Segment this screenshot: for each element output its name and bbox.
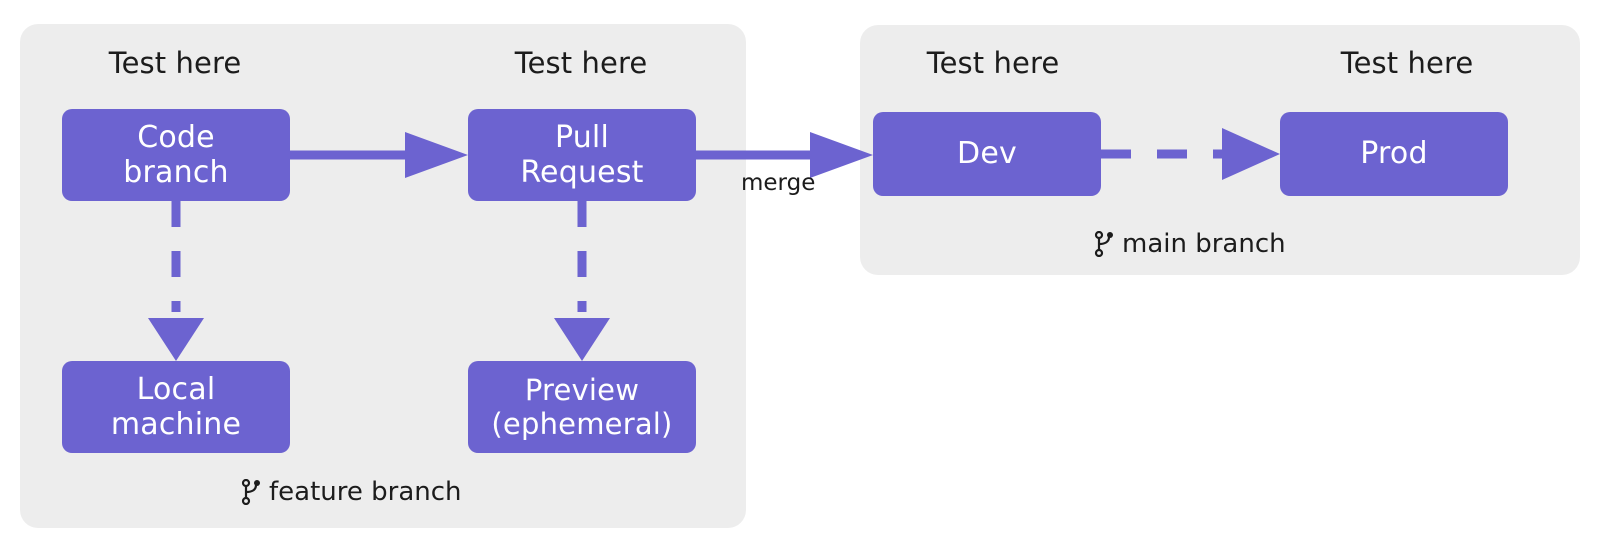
git-branch-icon — [1094, 230, 1116, 258]
node-pull-request[interactable]: Pull Request — [468, 109, 696, 201]
node-dev-label: Dev — [957, 136, 1017, 172]
git-branch-icon — [241, 478, 263, 506]
column-heading-prod: Test here — [1340, 46, 1474, 80]
group-caption-feature-branch: feature branch — [241, 477, 462, 507]
node-local-machine[interactable]: Local machine — [62, 361, 290, 453]
node-prod-label: Prod — [1360, 136, 1428, 172]
edge-label-merge: merge — [741, 170, 816, 196]
node-preview-ephemeral-label: Preview (ephemeral) — [491, 372, 673, 441]
column-heading-dev: Test here — [926, 46, 1060, 80]
group-caption-feature-branch-label: feature branch — [269, 477, 462, 507]
group-caption-main-branch: main branch — [1094, 229, 1286, 259]
node-preview-ephemeral[interactable]: Preview (ephemeral) — [468, 361, 696, 453]
column-heading-pull-request: Test here — [514, 46, 648, 80]
node-pull-request-label: Pull Request — [520, 119, 644, 190]
node-dev[interactable]: Dev — [873, 112, 1101, 196]
column-heading-code-branch: Test here — [108, 46, 242, 80]
node-local-machine-label: Local machine — [110, 371, 242, 442]
node-prod[interactable]: Prod — [1280, 112, 1508, 196]
node-code-branch[interactable]: Code branch — [62, 109, 290, 201]
group-caption-main-branch-label: main branch — [1122, 229, 1286, 259]
node-code-branch-label: Code branch — [123, 119, 229, 190]
